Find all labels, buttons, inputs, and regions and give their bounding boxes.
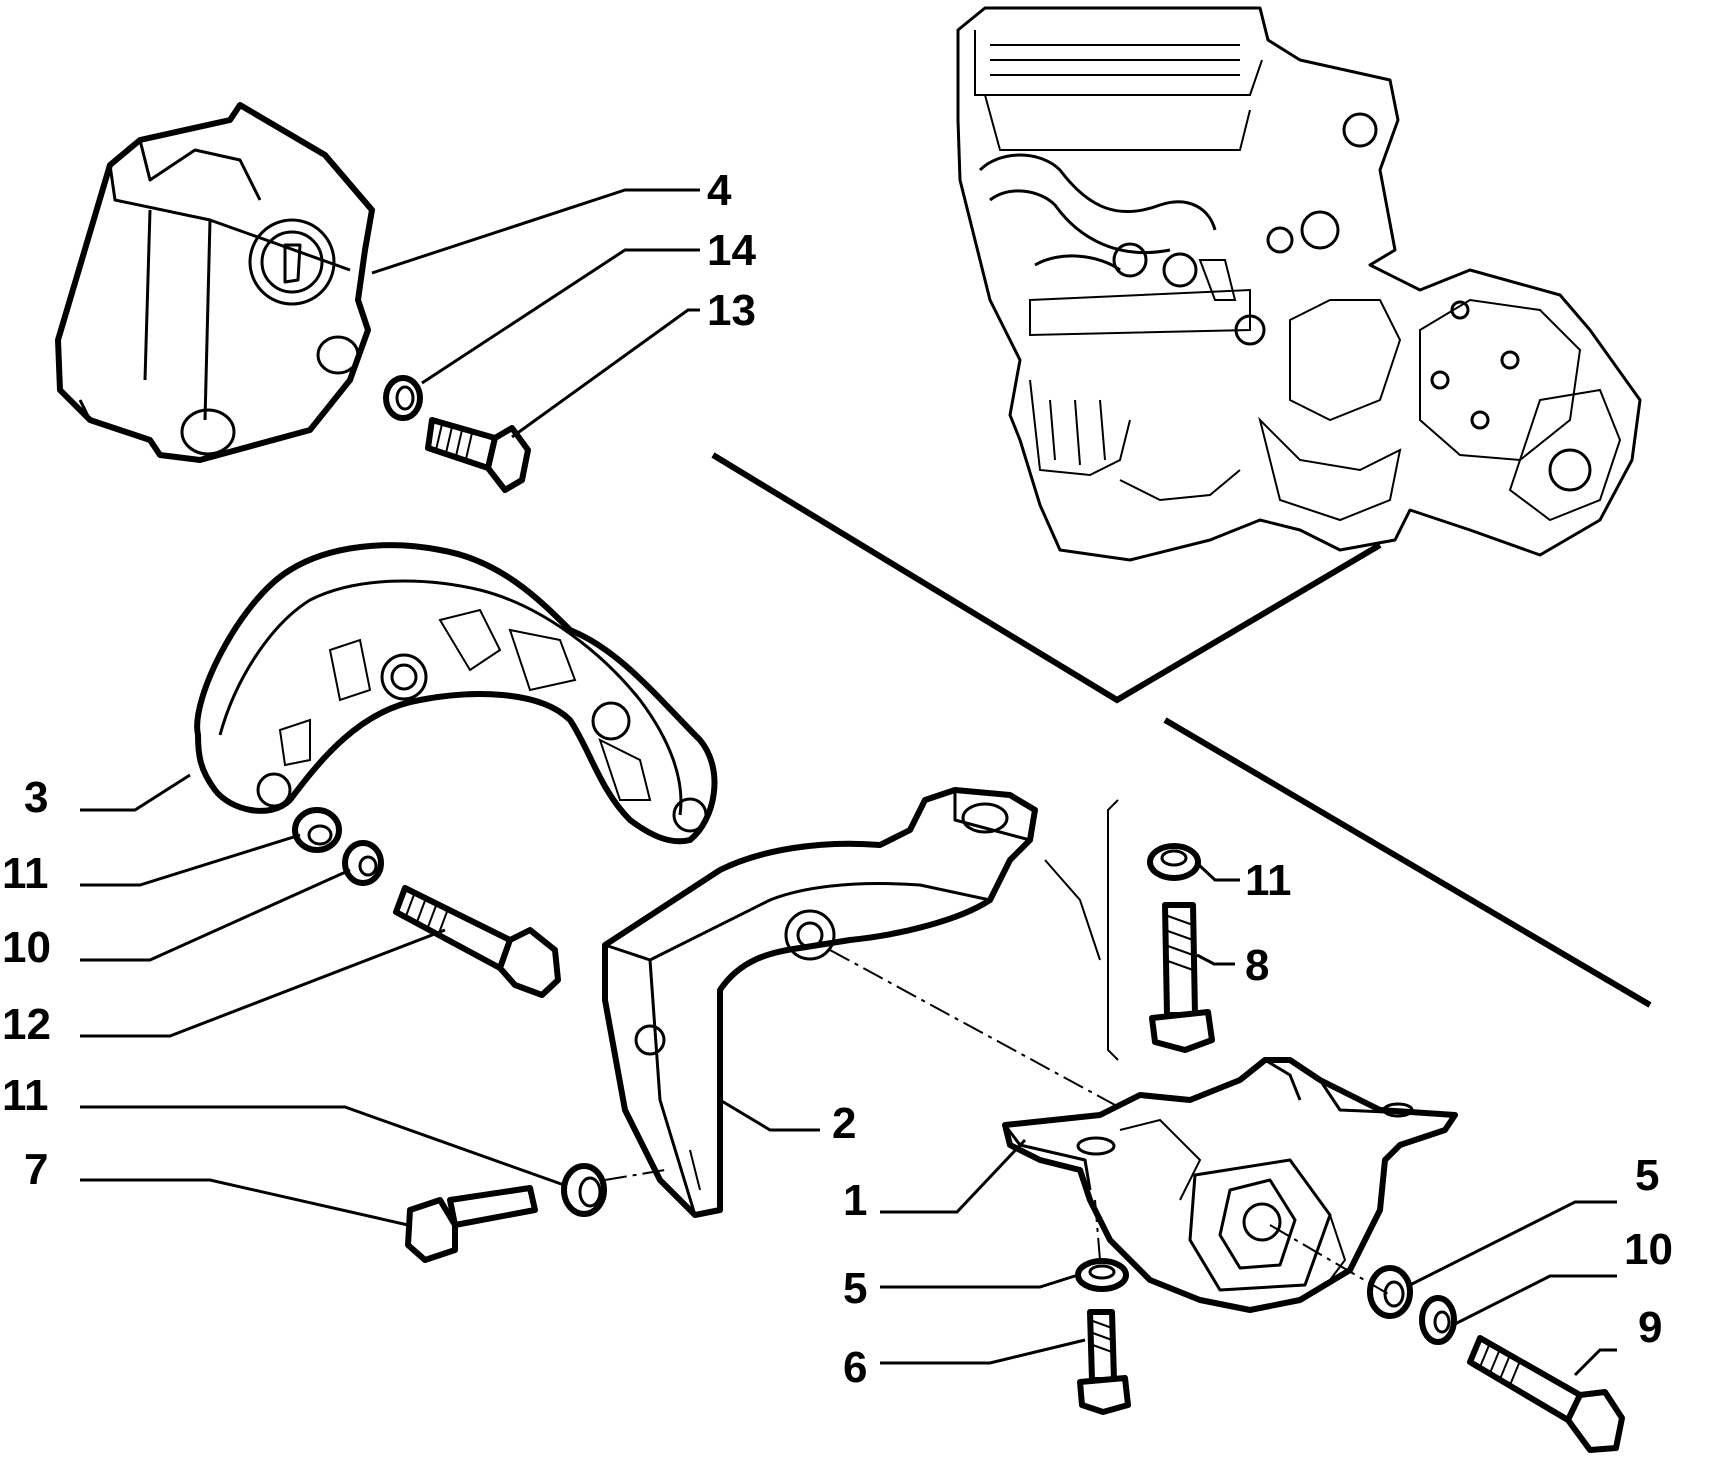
callout-5: 5 [1635, 1151, 1659, 1200]
callout-11: 11 [2, 1071, 49, 1120]
callout-14: 14 [707, 226, 756, 275]
part-10-lock-washer-left [342, 840, 384, 886]
callout-11: 11 [2, 849, 49, 898]
part-8-bolt-vertical [1149, 902, 1215, 1053]
callout-13: 13 [707, 286, 756, 335]
callout-10: 10 [1624, 1225, 1673, 1274]
assembly-axis-lines [604, 799, 1391, 1296]
part-7-bolt [405, 1185, 538, 1263]
part-5-washer-lower [1075, 1258, 1129, 1292]
callout-1: 1 [843, 1176, 867, 1225]
callout-5: 5 [843, 1264, 867, 1313]
part-2-l-bracket [602, 787, 1038, 1218]
leader-lines [80, 188, 1617, 1377]
part-10-lock-washer-right [1419, 1295, 1457, 1345]
part-9-long-bolt [1467, 1335, 1625, 1453]
part-1-rubber-mount [1002, 1057, 1458, 1313]
part-3-arch-bracket [194, 542, 718, 845]
part-11-washer-left [292, 807, 342, 853]
part-13-bolt [425, 417, 531, 493]
part-4-mount-block [55, 102, 375, 463]
part-11-washer-right [1147, 843, 1201, 881]
callout-8: 8 [1245, 941, 1269, 990]
separator-lines [711, 452, 1652, 1008]
callout-2: 2 [832, 1099, 856, 1148]
callout-12: 12 [2, 1000, 51, 1049]
callout-11: 11 [1245, 856, 1292, 905]
callout-9: 9 [1638, 1303, 1662, 1352]
callout-labels: 4 14 13 3 11 10 12 11 7 2 11 8 1 5 10 9 … [2, 166, 1673, 1392]
part-11-plug-middle [561, 1163, 607, 1217]
part-5-washer-right [1367, 1265, 1413, 1319]
callout-4: 4 [707, 166, 732, 215]
callout-6: 6 [843, 1343, 867, 1392]
engine-gearbox-assembly [956, 6, 1642, 562]
callout-3: 3 [24, 773, 48, 822]
part-12-long-bolt [393, 885, 561, 998]
part-6-bolt [1077, 1309, 1131, 1415]
callout-10: 10 [2, 923, 51, 972]
part-14-washer [383, 375, 423, 421]
callout-7: 7 [24, 1145, 48, 1194]
